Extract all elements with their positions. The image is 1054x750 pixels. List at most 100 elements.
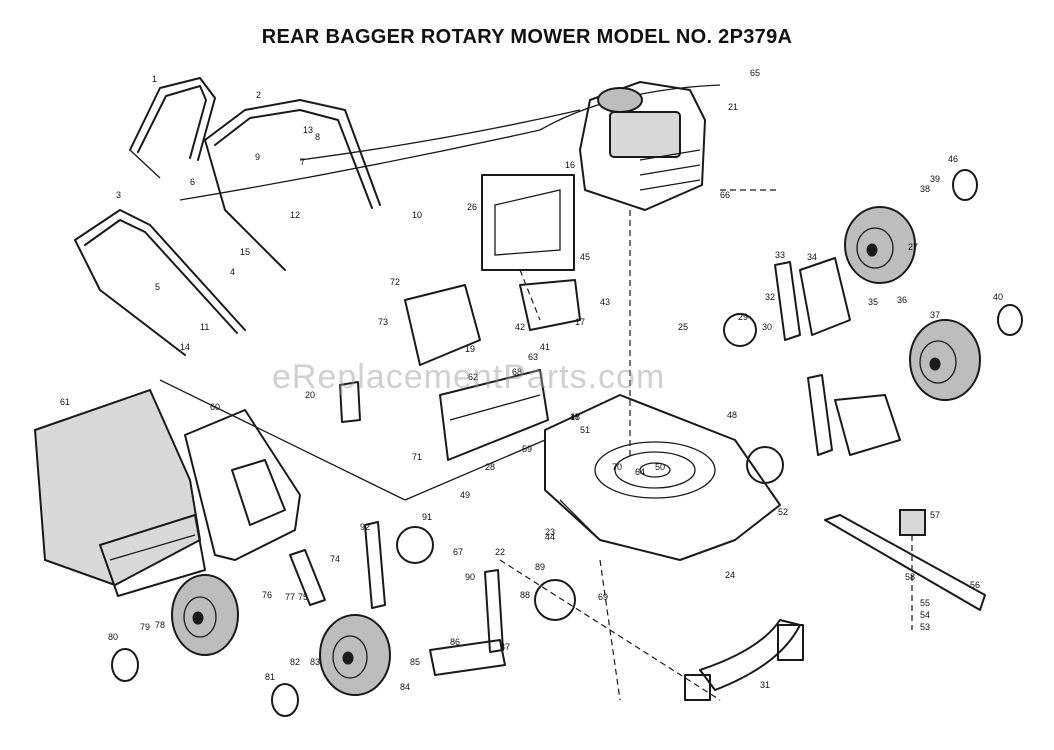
callout-28: 28 [485, 462, 495, 472]
wheel-rear-left [171, 574, 239, 656]
callout-18: 18 [570, 412, 580, 422]
callout-86: 86 [450, 637, 460, 647]
callout-9: 9 [255, 152, 260, 162]
callout-65: 65 [750, 68, 760, 78]
callout-85: 85 [410, 657, 420, 667]
callout-70: 70 [612, 462, 622, 472]
page-title: REAR BAGGER ROTARY MOWER MODEL NO. 2P379… [261, 26, 793, 48]
callout-47: 47 [570, 412, 580, 422]
callout-23: 23 [545, 527, 555, 537]
control-cable [299, 109, 581, 161]
bag-frame-part [184, 409, 301, 561]
callout-8: 8 [315, 132, 320, 142]
callout-37: 37 [930, 310, 940, 320]
callout-44: 44 [545, 532, 555, 542]
discharge-bracket-part [339, 279, 581, 423]
callout-17: 17 [575, 317, 585, 327]
callout-81: 81 [265, 672, 275, 682]
callout-12: 12 [290, 210, 300, 220]
callout-45: 45 [580, 252, 590, 262]
axle-brackets [289, 257, 901, 676]
callout-49: 49 [460, 490, 470, 500]
callout-62: 62 [468, 372, 478, 382]
callout-64: 64 [635, 467, 645, 477]
callout-60: 60 [210, 402, 220, 412]
callout-33: 33 [775, 250, 785, 260]
callout-63: 63 [528, 352, 538, 362]
callout-84: 84 [400, 682, 410, 692]
wheel-rear-right [844, 206, 916, 284]
callout-50: 50 [655, 462, 665, 472]
callout-68: 68 [512, 367, 522, 377]
callout-58: 58 [905, 572, 915, 582]
callout-78: 78 [155, 620, 165, 630]
callout-4: 4 [230, 267, 235, 277]
callout-66: 66 [720, 190, 730, 200]
callout-40: 40 [993, 292, 1003, 302]
callout-10: 10 [412, 210, 422, 220]
callout-2: 2 [256, 90, 261, 100]
mower-deck-part [544, 394, 781, 561]
callout-25: 25 [678, 322, 688, 332]
callout-11: 11 [200, 322, 209, 332]
callout-5: 5 [155, 282, 160, 292]
callout-52: 52 [778, 507, 788, 517]
callout-53: 53 [920, 622, 930, 632]
blade-part [824, 509, 986, 630]
callout-numbers: 1 2 3 4 5 6 7 8 9 10 11 12 13 14 15 16 1… [60, 68, 1003, 692]
callout-19: 19 [465, 344, 475, 354]
callout-30: 30 [762, 322, 772, 332]
engine-part [579, 81, 706, 460]
callout-54: 54 [920, 610, 930, 620]
deflector-part [439, 369, 549, 461]
callout-61: 61 [60, 397, 70, 407]
callout-26: 26 [467, 202, 477, 212]
callout-74: 74 [330, 554, 340, 564]
gear-plates [396, 313, 784, 621]
callout-43: 43 [600, 297, 610, 307]
leader-lines [159, 189, 780, 701]
grass-bag-part [33, 388, 206, 597]
callout-75: 75 [298, 592, 308, 602]
callout-22: 22 [495, 547, 505, 557]
callout-73: 73 [378, 317, 388, 327]
callout-82: 82 [290, 657, 300, 667]
callout-87: 87 [500, 642, 510, 652]
callout-72: 72 [390, 277, 400, 287]
callout-67: 67 [453, 547, 463, 557]
callout-34: 34 [807, 252, 817, 262]
callout-57: 57 [930, 510, 940, 520]
callout-31: 31 [760, 680, 770, 690]
callout-38: 38 [920, 184, 930, 194]
callout-76: 76 [262, 590, 272, 600]
callout-15: 15 [240, 247, 250, 257]
callout-91: 91 [422, 512, 432, 522]
callout-77: 77 [285, 592, 295, 602]
handle-part [204, 99, 381, 271]
callout-71: 71 [412, 452, 422, 462]
callout-69: 69 [598, 592, 608, 602]
callout-35: 35 [868, 297, 878, 307]
callout-6: 6 [190, 177, 195, 187]
upper-handle-part [129, 77, 216, 179]
callout-27: 27 [908, 242, 918, 252]
callout-3: 3 [116, 190, 121, 200]
callout-24: 24 [725, 570, 735, 580]
callout-29: 29 [738, 312, 748, 322]
wheel-front-right [909, 319, 981, 401]
callout-55: 55 [920, 598, 930, 608]
callout-90: 90 [465, 572, 475, 582]
hubcaps [111, 169, 1023, 717]
baffle-part [684, 619, 804, 701]
callout-14: 14 [180, 342, 190, 352]
callout-1: 1 [152, 74, 157, 84]
throttle-cable [179, 84, 721, 201]
callout-46: 46 [948, 154, 958, 164]
callout-39: 39 [930, 174, 940, 184]
callout-56: 56 [970, 580, 980, 590]
bracket-inset-part [481, 174, 575, 321]
watermark-text: eReplacementParts.com [272, 358, 666, 396]
callout-59: 59 [522, 444, 532, 454]
callout-83: 83 [310, 657, 320, 667]
